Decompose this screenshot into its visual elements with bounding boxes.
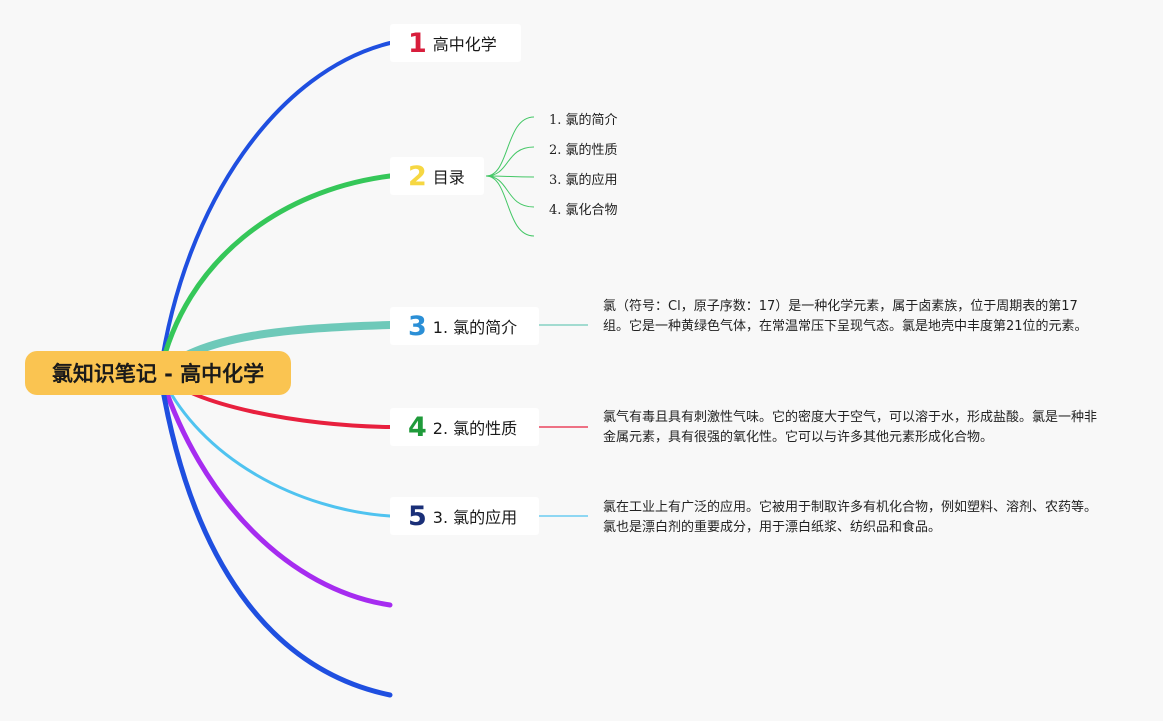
toc-connector-1 bbox=[485, 116, 535, 177]
branch-label-3: 1. 氯的简介 bbox=[432, 318, 518, 337]
toc-connectors bbox=[485, 116, 535, 237]
toc-connector-2 bbox=[485, 146, 535, 177]
description-properties[interactable]: 氯气有毒且具有刺激性气味。它的密度大于空气，可以溶于水，形成盐酸。氯是一种非金属… bbox=[603, 410, 1098, 445]
branch-label-2: 目录 bbox=[432, 168, 465, 187]
number-3-icon: 3 bbox=[408, 310, 427, 342]
branch-label-5: 3. 氯的应用 bbox=[432, 508, 518, 527]
branch-label-4: 2. 氯的性质 bbox=[432, 419, 518, 438]
connector-branch-5 bbox=[158, 371, 392, 518]
toc-connector-5 bbox=[485, 175, 535, 237]
branch-topic-1[interactable]: 1 高中化学 bbox=[390, 24, 521, 62]
connector-branch-1 bbox=[158, 41, 392, 375]
root-topic-title: 氯知识笔记 - 高中化学 bbox=[51, 362, 265, 386]
branch-topic-3[interactable]: 3 1. 氯的简介 bbox=[390, 307, 539, 345]
number-5-icon: 5 bbox=[408, 500, 427, 532]
branch-topic-2[interactable]: 2 目录 bbox=[390, 157, 484, 195]
branch-label-1: 高中化学 bbox=[432, 35, 497, 54]
connector-empty-branch-7 bbox=[157, 370, 393, 698]
toc-item-2[interactable]: 2. 氯的性质 bbox=[549, 143, 618, 158]
toc-item-4[interactable]: 4. 氯化合物 bbox=[549, 203, 618, 218]
toc-item-1[interactable]: 1. 氯的简介 bbox=[549, 113, 618, 128]
description-applications[interactable]: 氯在工业上有广泛的应用。它被用于制取许多有机化合物，例如塑料、溶剂、农药等。氯也… bbox=[603, 500, 1098, 535]
branch-topic-4[interactable]: 4 2. 氯的性质 bbox=[390, 408, 539, 446]
toc-connector-3 bbox=[485, 175, 535, 178]
branch-topic-5[interactable]: 5 3. 氯的应用 bbox=[390, 497, 539, 535]
number-1-icon: 1 bbox=[408, 27, 427, 59]
connector-branch-2 bbox=[157, 173, 393, 376]
number-2-icon: 2 bbox=[408, 160, 427, 192]
toc-connector-4 bbox=[485, 175, 535, 208]
description-intro[interactable]: 氯（符号：Cl，原子序数：17）是一种化学元素，属于卤素族，位于周期表的第17组… bbox=[603, 299, 1088, 334]
toc-item-3[interactable]: 3. 氯的应用 bbox=[549, 173, 618, 188]
root-topic[interactable]: 氯知识笔记 - 高中化学 bbox=[25, 351, 291, 395]
connector-empty-branch-6 bbox=[157, 370, 393, 608]
number-4-icon: 4 bbox=[408, 411, 427, 443]
